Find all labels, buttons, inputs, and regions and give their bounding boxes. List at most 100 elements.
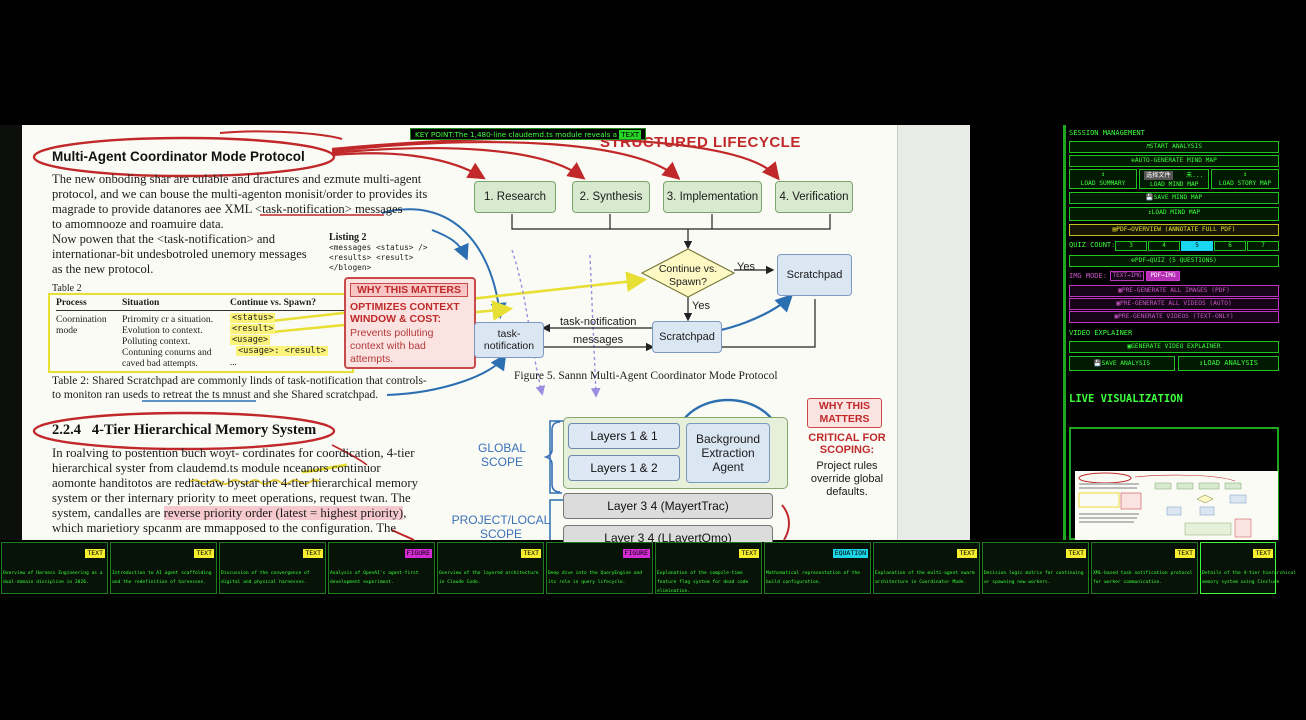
quiz-option-selected[interactable]: 5 [1181, 241, 1213, 251]
pdf-quiz-button[interactable]: ⊕PDF→QUIZ (5 QUESTIONS) [1069, 255, 1279, 267]
paragraph-2: In roalving to postention buch woyt- cor… [52, 446, 418, 535]
img-mode-option[interactable]: TEXT→IMG [1110, 271, 1144, 281]
load-analysis-button[interactable]: ↥LOAD ANALYSIS [1178, 356, 1279, 371]
pdf-overview-button[interactable]: ▤PDF→OVERVIEW (ANNOTATE FULL PDF) [1069, 224, 1279, 236]
arrow-label: task-notification [560, 316, 637, 328]
yes-label: Yes [737, 261, 755, 273]
video-explainer-title: VIDEO EXPLAINER [1069, 329, 1133, 337]
card-description: Details of the 4-tier hierarchical memor… [1202, 571, 1297, 585]
img-mode-option-selected[interactable]: PDF→IMG [1146, 271, 1180, 281]
card-type-badge: TEXT [1253, 549, 1273, 558]
arrow-label: messages [573, 334, 624, 346]
task-notification-box: task-notification [474, 322, 544, 358]
table-value: <usage> [230, 335, 271, 345]
scratchpad-box: Scratchpad [777, 254, 852, 296]
listing-2: Listing 2 <messages <status> /> <results… [329, 232, 428, 272]
save-analysis-button[interactable]: 💾SAVE ANALYSIS [1069, 356, 1175, 371]
section-card[interactable]: TEXT XML-based task notification protocol… [1091, 542, 1198, 594]
pdf-page: Multi-Agent Coordinator Mode Protocol Th… [22, 125, 897, 551]
quiz-option[interactable]: 6 [1214, 241, 1246, 251]
card-description: Overview of Harness Engineering as a dua… [3, 571, 103, 585]
yes-label: Yes [692, 300, 710, 312]
document-viewer[interactable]: Multi-Agent Coordinator Mode Protocol Th… [0, 125, 970, 551]
quiz-option[interactable]: 7 [1247, 241, 1279, 251]
lifecycle-heading: STRUCTURED LIFECYCLE [600, 134, 801, 151]
table-value: <status> [230, 313, 276, 323]
scratchpad-box: Scratchpad [652, 321, 722, 353]
save-mind-map-button[interactable]: 💾SAVE MIND MAP [1069, 192, 1279, 204]
quiz-option[interactable]: 3 [1115, 241, 1147, 251]
phase-research: 1. Research [474, 181, 556, 213]
visualization-thumbnail [1075, 471, 1278, 540]
live-visualization-title: LIVE VISUALIZATION [1069, 393, 1183, 405]
card-type-badge: TEXT [194, 549, 214, 558]
upload-icon: ↥ [1101, 171, 1105, 178]
session-management-title: SESSION MANAGEMENT [1069, 129, 1145, 137]
thumbnail-diagram [1078, 472, 1252, 538]
quiz-option[interactable]: 4 [1148, 241, 1180, 251]
decision-label: Continue vs.Spawn? [658, 263, 718, 288]
section-card[interactable]: TEXT Overview of Harness Engineering as a… [1, 542, 108, 594]
table-label: Table 2 [52, 283, 82, 294]
card-type-badge: TEXT [1066, 549, 1086, 558]
section-card[interactable]: TEXT Introduction to AI agent scaffolding… [110, 542, 217, 594]
card-description: XML-based task notification protocol for… [1093, 571, 1193, 585]
section-card[interactable]: FIGURE Deep dive into the QueryEngine and… [546, 542, 653, 594]
pregen-videos-auto-button[interactable]: ▣PRE-GENERATE ALL VIDEOS (AUTO) [1069, 298, 1279, 310]
card-type-badge: FIGURE [622, 549, 650, 558]
file-chooser[interactable]: 选择文件 [1144, 171, 1173, 180]
card-description: Explanation of the multi-agent swarm arc… [875, 571, 975, 585]
section-heading: 2.2.4 4-Tier Hierarchical Memory System [52, 422, 317, 438]
section-card-strip[interactable]: TEXT Overview of Harness Engineering as a… [0, 542, 1296, 595]
start-analysis-button[interactable]: ♬START ANALYSIS [1069, 141, 1279, 153]
auto-mind-map-button[interactable]: ⊕AUTO-GENERATE MIND MAP [1069, 155, 1279, 167]
table-value: <result> [230, 324, 276, 334]
key-point-banner: KEY POINT:The 1,480-line claudemd.ts mod… [410, 128, 647, 140]
pregen-videos-text-button[interactable]: ▣PRE-GENERATE VIDEOS (TEXT-ONLY) [1069, 311, 1279, 323]
card-description: Decision logic matrix for continuing or … [984, 571, 1084, 585]
card-description: Mathematical representation of the build… [766, 571, 861, 585]
img-mode-label: IMG MODE: [1069, 272, 1107, 280]
card-description: Deep dive into the QueryEngine and its r… [548, 571, 643, 585]
card-type-badge: TEXT [1175, 549, 1195, 558]
section-card[interactable]: TEXT Decision logic matrix for continuing… [982, 542, 1089, 594]
highlighted-text: reverse priority order (latest = highest… [163, 506, 404, 520]
card-type-badge: TEXT [521, 549, 541, 558]
memory-layer: Layers 1 & 2 [568, 455, 680, 481]
table-value: ... [230, 357, 237, 367]
card-type-badge: TEXT [85, 549, 105, 558]
pregen-images-button[interactable]: ▣PRE-GENERATE ALL IMAGES (PDF) [1069, 285, 1279, 297]
control-panel: SESSION MANAGEMENT ♬START ANALYSIS ⊕AUTO… [1063, 125, 1280, 540]
load-mind-map-button[interactable]: 选择文件 未... LOAD MIND MAP [1139, 169, 1209, 189]
table-caption: Table 2: Shared Scratchpad are commonly … [52, 375, 427, 401]
section-card[interactable]: TEXT Details of the 4-tier hierarchical m… [1200, 542, 1296, 594]
card-type-badge: FIGURE [404, 549, 432, 558]
card-type-badge: EQUATION [832, 549, 868, 558]
load-story-map-button[interactable]: ↥LOAD STORY MAP [1211, 169, 1279, 189]
section-card[interactable]: TEXT Explanation of the multi-agent swarm… [873, 542, 980, 594]
card-description: Explanation of the compile-time feature … [657, 571, 749, 594]
phase-implementation: 3. Implementation [663, 181, 762, 213]
section-card[interactable]: EQUATION Mathematical representation of t… [764, 542, 871, 594]
live-visualization-pane [1069, 427, 1279, 540]
phase-verification: 4. Verification [775, 181, 853, 213]
card-type-badge: TEXT [303, 549, 323, 558]
viewer-margin [897, 125, 970, 540]
figure-caption: Figure 5. Sannn Multi-Agent Coordinator … [514, 370, 778, 382]
card-type-badge: TEXT [957, 549, 977, 558]
quiz-count-label: QUIZ COUNT: [1069, 241, 1116, 249]
generate-video-button[interactable]: ▣GENERATE VIDEO EXPLAINER [1069, 341, 1279, 353]
upload-icon: ↥ [1243, 171, 1247, 178]
load-mind-map-button-2[interactable]: ↥LOAD MIND MAP [1069, 207, 1279, 221]
load-summary-button[interactable]: ↥LOAD SUMMARY [1069, 169, 1137, 189]
memory-layer: Layers 1 & 1 [568, 423, 680, 449]
card-description: Introduction to AI agent scaffolding and… [112, 571, 212, 585]
